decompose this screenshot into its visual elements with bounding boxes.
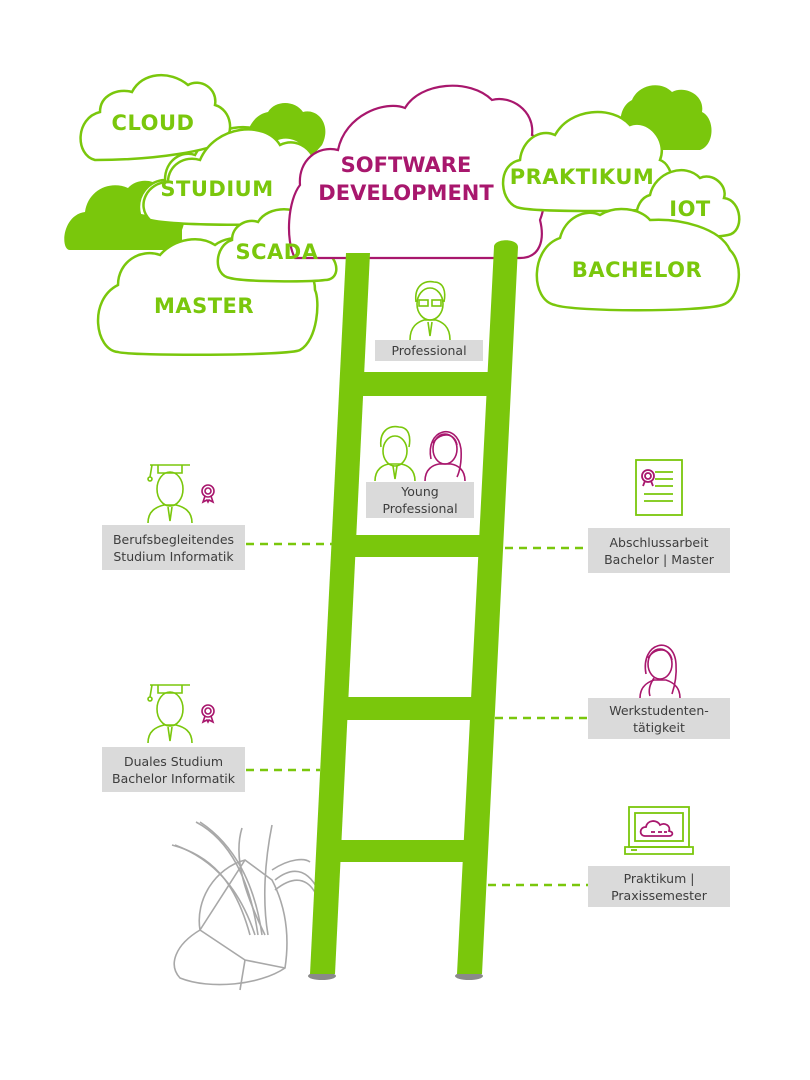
ladder-rung-2 bbox=[351, 535, 492, 557]
entry-label-duales-studium: Duales Studium Bachelor Informatik bbox=[102, 747, 245, 792]
young-professionals-icon bbox=[374, 425, 466, 482]
professional-man-icon bbox=[409, 280, 451, 341]
cloud-label-development: DEVELOPMENT bbox=[318, 181, 494, 205]
connector-lines bbox=[246, 542, 588, 887]
cloud-label-cloud: CLOUD bbox=[112, 111, 195, 135]
entry-label-abschlussarbeit: Abschlussarbeit Bachelor | Master bbox=[588, 528, 730, 573]
stage-label-line2: Professional bbox=[382, 501, 458, 516]
graduate-with-award-icon bbox=[147, 464, 215, 524]
entry-label-line2: tätigkeit bbox=[633, 719, 685, 735]
working-student-woman-icon bbox=[639, 644, 681, 699]
entry-label-line2: Studium Informatik bbox=[113, 548, 234, 564]
cloud-label-iot: IOT bbox=[669, 197, 711, 221]
cloud-label-scada: SCADA bbox=[236, 240, 319, 264]
entry-label-line1: Duales Studium bbox=[123, 753, 224, 769]
ladder-rung-3 bbox=[343, 697, 484, 720]
entry-label-line1: Praktikum | bbox=[623, 870, 695, 886]
certificate-document-icon bbox=[635, 459, 683, 516]
entry-label-line2: Bachelor | Master bbox=[604, 551, 714, 567]
ladder-rail-right bbox=[457, 240, 518, 974]
plant-rock-illustration bbox=[171, 821, 329, 991]
ladder bbox=[308, 240, 518, 980]
cloud-label-studium: STUDIUM bbox=[160, 177, 273, 201]
entry-label-line2: Praxissemester bbox=[611, 887, 707, 903]
entry-label-werkstudent: Werkstudenten- tätigkeit bbox=[588, 698, 730, 739]
entry-label-line1: Berufsbegleitendes bbox=[112, 531, 235, 547]
stage-label-professional: Professional bbox=[375, 340, 483, 361]
stage-label-young-professional: Young Professional bbox=[366, 482, 474, 518]
cloud-label-praktikum: PRAKTIKUM bbox=[510, 165, 655, 189]
entry-label-line1: Werkstudenten- bbox=[609, 702, 709, 718]
ladder-rung-4 bbox=[335, 840, 476, 862]
cloud-label-software: SOFTWARE bbox=[341, 153, 472, 177]
stage-label-line1: Young bbox=[401, 484, 439, 499]
entry-label-line2: Bachelor Informatik bbox=[112, 770, 235, 786]
entry-label-berufsbegleitend: Berufsbegleitendes Studium Informatik bbox=[102, 525, 245, 570]
ladder-rung-1 bbox=[359, 372, 500, 396]
entry-label-praktikum: Praktikum | Praxissemester bbox=[588, 866, 730, 907]
cloud-label-master: MASTER bbox=[154, 294, 254, 318]
entry-label-line1: Abschlussarbeit bbox=[609, 534, 709, 550]
stage-label-professional-text: Professional bbox=[391, 343, 467, 358]
ladder-rail-left bbox=[310, 253, 370, 974]
cloud-bachelor-outline bbox=[535, 207, 741, 312]
laptop-cloud-icon bbox=[624, 806, 694, 855]
cloud-label-bachelor: BACHELOR bbox=[572, 258, 702, 282]
graduate-with-award-icon bbox=[147, 684, 215, 744]
